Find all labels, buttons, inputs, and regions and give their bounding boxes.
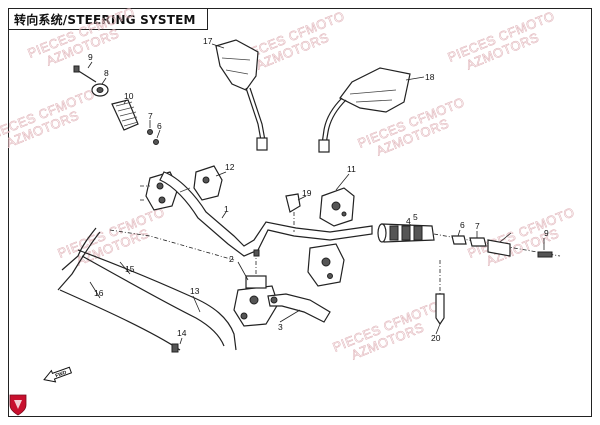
handlebar-part [159, 171, 373, 257]
left-mirror-part [215, 39, 268, 151]
callout-18: 18 [425, 72, 435, 82]
leader-lines [87, 43, 545, 345]
callout-6-left: 6 [157, 121, 162, 131]
watermark: PIECES CFMOTO AZMOTORS [0, 86, 97, 151]
callout-7-right: 7 [475, 221, 480, 231]
callout-8: 8 [104, 68, 109, 78]
page-title: 转向系统/STEERING SYSTEM [14, 13, 196, 27]
watermark: PIECES CFMOTO AZMOTORS [330, 298, 442, 363]
callout-9-right: 9 [544, 228, 549, 238]
callout-4: 4 [406, 216, 411, 226]
callout-17: 17 [203, 36, 213, 46]
callout-7-left: 7 [148, 111, 153, 121]
callout-10: 10 [124, 91, 134, 101]
callout-5: 5 [413, 212, 418, 222]
master-cylinder-part [233, 249, 279, 327]
fwd-arrow-icon: FWD [43, 366, 73, 383]
shield-logo-icon [9, 394, 27, 416]
callout-15: 15 [125, 264, 135, 274]
diagram-frame [8, 8, 592, 417]
brake-lever-part [267, 293, 331, 323]
bolt-part [435, 260, 445, 326]
left-end-parts [73, 65, 159, 145]
right-mirror-part [318, 67, 411, 153]
title-box [8, 8, 208, 30]
right-switch-part [307, 187, 355, 287]
right-grip-part [377, 223, 435, 243]
callout-20: 20 [431, 333, 441, 343]
callout-12: 12 [225, 162, 235, 172]
callout-16: 16 [94, 288, 104, 298]
fwd-label: FWD [55, 370, 68, 380]
callout-labels: 1 2 3 4 5 6 6 7 7 8 9 9 10 11 12 13 14 1… [88, 36, 549, 343]
callout-1: 1 [224, 204, 229, 214]
callout-6-right: 6 [460, 220, 465, 230]
callout-13: 13 [190, 286, 200, 296]
cables-part [57, 227, 237, 353]
callout-19: 19 [302, 188, 312, 198]
screw-part [285, 193, 301, 232]
watermark: PIECES CFMOTO AZMOTORS [445, 8, 557, 73]
right-end-parts [433, 233, 561, 258]
callout-14: 14 [177, 328, 187, 338]
grip-sleeve-part [111, 99, 139, 131]
callout-11: 11 [347, 164, 356, 174]
callout-2: 2 [229, 254, 234, 264]
callout-9-left: 9 [88, 52, 93, 62]
callout-3: 3 [278, 322, 283, 332]
watermark: PIECES CFMOTO AZMOTORS [25, 4, 137, 69]
